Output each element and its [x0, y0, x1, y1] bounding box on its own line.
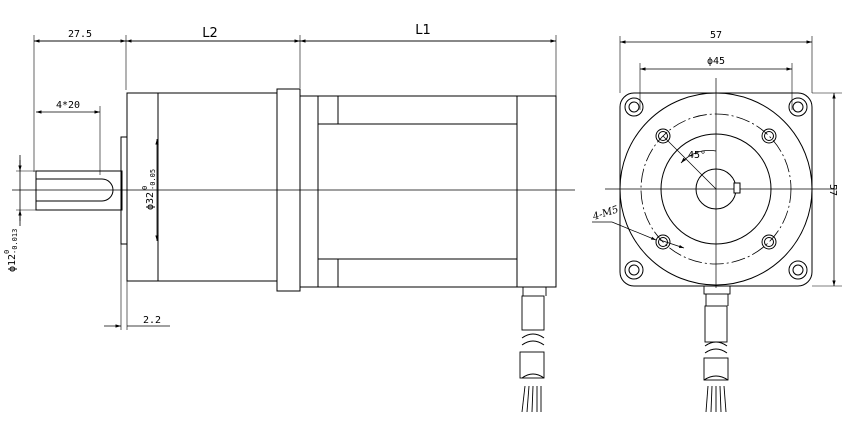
dim-angle: 45° [688, 150, 706, 161]
pilot-tol-lower: -0.05 [149, 169, 157, 190]
shaft-keyway [733, 182, 741, 194]
dim-frame-width: 57 [710, 30, 722, 41]
output-shaft [35, 170, 123, 211]
bolt-circle [640, 113, 792, 265]
dim-bolt-circle: ϕ45 [707, 56, 725, 67]
pilot-diameter-text: ϕ32 [145, 192, 156, 210]
dim-frame-height: 57 [827, 184, 838, 196]
side-cable [519, 287, 547, 413]
dim-gearbox-length: L2 [202, 26, 218, 41]
dim-motor-length: L1 [415, 23, 431, 38]
side-view [12, 35, 575, 413]
front-pilot [660, 133, 772, 245]
shaft-tol-lower: -0.013 [11, 229, 19, 254]
dim-shaft-length: 27.5 [68, 29, 92, 40]
dim-key-length: 4*20 [56, 100, 80, 111]
shaft-tol-upper: 0 [3, 250, 11, 254]
front-view [592, 36, 842, 413]
gearbox-body [157, 92, 278, 282]
threaded-holes [655, 128, 777, 250]
front-cable [703, 285, 731, 413]
dim-threaded-holes: 4-M5 [591, 204, 620, 223]
dim-pilot-diameter: ϕ32 0 -0.05 [141, 169, 157, 210]
dim-pilot-step: 2.2 [143, 315, 161, 326]
front-outer-circle [619, 92, 813, 286]
dim-shaft-diameter: ϕ12 0 -0.013 [3, 229, 19, 272]
shaft-diameter-text: ϕ12 [7, 254, 18, 272]
motor-body [299, 95, 557, 288]
mounting-holes [624, 97, 808, 280]
pilot-tol-upper: 0 [141, 186, 149, 190]
